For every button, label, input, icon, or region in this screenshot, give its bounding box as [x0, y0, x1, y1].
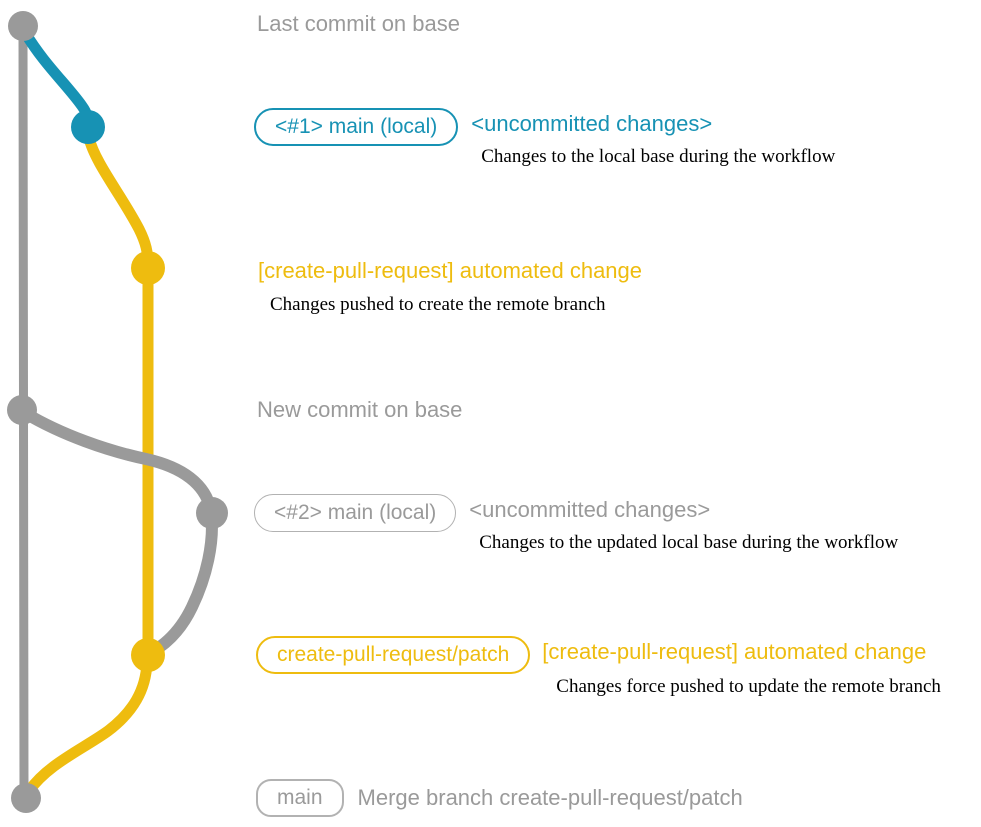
annotation-main-local-2: <#2> main (local) <uncommitted changes> …	[254, 494, 898, 554]
annotation-new-commit-on-base: New commit on base	[257, 397, 463, 422]
commit-dot-main-local-1	[71, 110, 105, 144]
branch-pill-main: main	[256, 779, 344, 817]
merge-branch-label: Merge branch create-pull-request/patch	[357, 784, 743, 810]
branch-pill-main-local-2: <#2> main (local)	[254, 494, 457, 532]
commit-dot-main-local-2	[196, 497, 228, 529]
annotation-last-commit-on-base: Last commit on base	[257, 11, 460, 36]
annotation-patch-commit-1: [create-pull-request] automated change C…	[258, 255, 642, 316]
caption-updated-local-base-changes: Changes to the updated local base during…	[479, 532, 899, 554]
annotation-patch-commit-2: create-pull-request/patch [create-pull-r…	[256, 636, 941, 698]
uncommitted-changes-title-2: <uncommitted changes>	[469, 497, 711, 522]
git-graph	[7, 11, 228, 813]
commit-dot-last-commit-on-base	[8, 11, 38, 41]
automated-change-title-2: [create-pull-request] automated change	[542, 639, 927, 664]
caption-pushed-create-remote: Changes pushed to create the remote bran…	[270, 294, 606, 316]
new-commit-label: New commit on base	[257, 397, 463, 422]
branch-pill-patch: create-pull-request/patch	[256, 636, 531, 674]
branch-pill-main-local-1: <#1> main (local)	[254, 108, 459, 146]
automated-change-title-1: [create-pull-request] automated change	[258, 258, 643, 283]
caption-force-pushed-update-remote: Changes force pushed to update the remot…	[556, 676, 941, 698]
main-local-updated-branch-line	[19, 407, 218, 658]
last-commit-label: Last commit on base	[257, 11, 460, 36]
patch-branch-create-line	[83, 132, 154, 272]
commit-dot-merge	[11, 783, 41, 813]
commit-dot-patch-1	[131, 251, 165, 285]
patch-branch-merge-line	[23, 656, 153, 797]
commit-dot-new-commit-on-base	[7, 395, 37, 425]
uncommitted-changes-title-1: <uncommitted changes>	[471, 111, 713, 136]
main-local-branch-line	[20, 28, 94, 132]
commit-dot-patch-2	[131, 638, 165, 672]
annotation-main-local-1: <#1> main (local) <uncommitted changes> …	[254, 108, 835, 168]
caption-local-base-changes: Changes to the local base during the wor…	[481, 146, 836, 168]
annotation-merge-commit: main Merge branch create-pull-request/pa…	[256, 779, 743, 817]
